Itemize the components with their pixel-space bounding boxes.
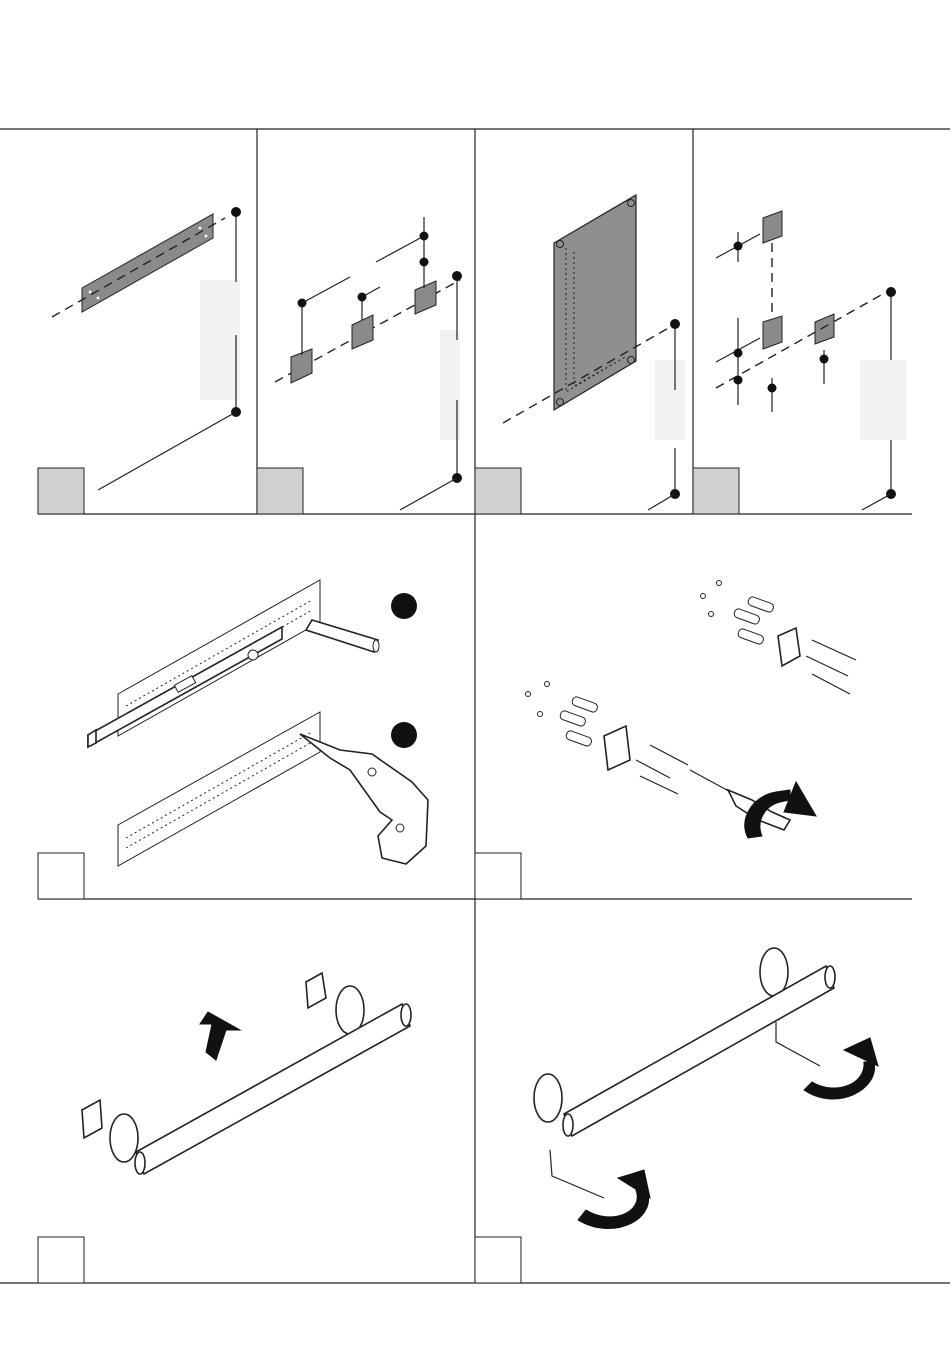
- allen-key-lower: [550, 1150, 604, 1198]
- vertical-mount-positions-icon: [716, 211, 906, 510]
- spirit-level-marking-icon: [52, 207, 241, 490]
- step-box-5: [38, 853, 84, 899]
- step-box-2: [257, 468, 303, 514]
- step-box-8: [475, 1237, 521, 1283]
- step-box-7: [38, 1237, 84, 1283]
- down-arrow-icon: [200, 1012, 240, 1060]
- rotate-arrow-icon-lower: [578, 1188, 649, 1229]
- screw-plates-icon: [526, 581, 857, 839]
- step-box-4: [693, 468, 739, 514]
- step-box-1: [38, 468, 84, 514]
- mark-and-drill-icon: [88, 580, 428, 866]
- panel-template-icon: [503, 195, 685, 510]
- step-box-3: [475, 468, 521, 514]
- rotate-arrow-icon-upper: [804, 1062, 875, 1099]
- slide-bar-onto-plates-icon: [82, 973, 411, 1174]
- tighten-allen-key-icon: [534, 948, 878, 1229]
- mount-plate-positions-icon: [275, 217, 462, 510]
- step-box-6: [475, 853, 521, 899]
- allen-key-upper: [776, 1022, 820, 1066]
- upper-plate-group: [701, 581, 857, 695]
